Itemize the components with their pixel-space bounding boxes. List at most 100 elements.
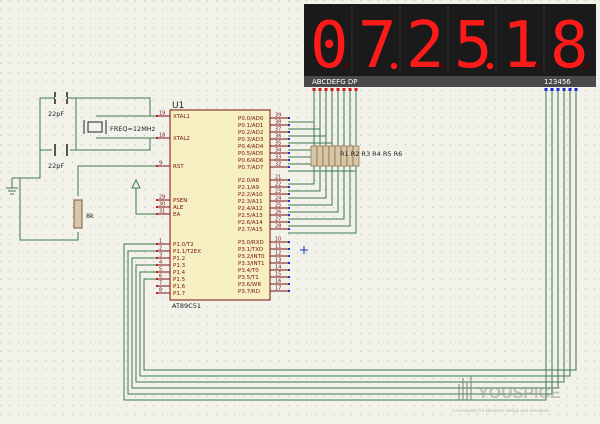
- chip-pin-left[interactable]: 6P1.5: [156, 274, 186, 284]
- pin-number: 9: [159, 161, 162, 167]
- pin-dot: [288, 193, 290, 195]
- pin-number: 24: [275, 196, 281, 202]
- pin-label: P3.2/INT0: [238, 254, 265, 260]
- pin-dot: [288, 241, 290, 243]
- microcontroller-chip[interactable]: U1 19XTAL118XTAL29RST29PSEN30ALE31EA1P1.…: [156, 101, 290, 310]
- crystal[interactable]: FREQ=12MHz: [83, 120, 156, 134]
- chip-pin-left[interactable]: 5P1.4: [156, 267, 186, 277]
- pin-number: 32: [275, 162, 281, 168]
- pin-label: P2.5/A13: [238, 213, 263, 219]
- chip-pin-left[interactable]: 4P1.3: [156, 260, 186, 270]
- seven-segment-display[interactable]: 0 7 2 5 1 8 ABCDEFG DP 123456: [304, 4, 596, 87]
- decimal-point: [486, 62, 494, 70]
- reset-resistor[interactable]: 8k: [73, 199, 94, 229]
- capacitor-c1[interactable]: 22pF: [48, 92, 68, 118]
- pin-dot: [288, 152, 290, 154]
- chip-pin-left[interactable]: 8P1.7: [156, 288, 186, 298]
- chip-right-pins: 39P0.0/AD038P0.1/AD137P0.2/AD236P0.3/AD3…: [238, 113, 290, 296]
- pin-label: P1.4: [173, 270, 186, 276]
- chip-part-number: AT89C51: [172, 302, 201, 310]
- pin-dot: [288, 131, 290, 133]
- pin-number: 17: [275, 286, 281, 292]
- display-caption-bar: [304, 76, 596, 87]
- pin-number: 39: [275, 113, 281, 119]
- pin-label: P1.7: [173, 291, 186, 297]
- pin-dot: [288, 221, 290, 223]
- capacitor-c2[interactable]: 22pF: [48, 144, 68, 170]
- pin-number: 12: [275, 251, 281, 257]
- capacitor-c2-value: 22pF: [48, 162, 64, 170]
- pin-number: 18: [159, 133, 165, 139]
- pin-number: 14: [275, 265, 281, 271]
- display-digit-5: 1: [502, 9, 541, 83]
- pin-dot: [288, 276, 290, 278]
- chip-pin-left[interactable]: 3P1.2: [156, 253, 185, 263]
- pin-dot: [288, 138, 290, 140]
- pin-label: EA: [173, 212, 180, 218]
- pin-number: 6: [159, 274, 162, 280]
- display-digit-pin: [550, 88, 554, 91]
- pin-number: 2: [159, 246, 162, 252]
- pin-label: XTAL1: [173, 114, 190, 120]
- pin-label: ALE: [173, 205, 184, 211]
- resistor-array-bodies: [310, 145, 360, 167]
- pin-dot: [288, 228, 290, 230]
- chip-pin-left[interactable]: 1P1.0/T2: [156, 239, 194, 249]
- chip-pin-left[interactable]: 2P1.1/T2EX: [156, 246, 201, 256]
- pin-number: 11: [275, 244, 281, 250]
- resistor-array[interactable]: R1 R2 R3 R4 R5 R6: [310, 145, 402, 167]
- watermark-brand: YOUSPICE: [478, 385, 561, 402]
- pin-number: 34: [275, 148, 281, 154]
- display-digit-1: 0: [310, 9, 349, 83]
- pin-dot: [288, 269, 290, 271]
- pin-label: P1.0/T2: [173, 242, 194, 248]
- pin-dot: [288, 200, 290, 202]
- pin-dot: [288, 179, 290, 181]
- resistor-body: [352, 145, 360, 167]
- pin-dot: [288, 166, 290, 168]
- pin-label: P3.0/RXD: [238, 240, 264, 246]
- pin-dot: [288, 248, 290, 250]
- pin-number: 37: [275, 127, 281, 133]
- pin-label: P0.3/AD3: [238, 137, 264, 143]
- display-digit-3: 2: [406, 9, 445, 83]
- pin-label: P3.1/TXD: [238, 247, 263, 253]
- display-body: [304, 4, 596, 76]
- pin-number: 38: [275, 120, 281, 126]
- pin-label: P3.7/RD: [238, 289, 260, 295]
- chip-pin-left[interactable]: 7P1.6: [156, 281, 186, 291]
- pin-dot: [156, 115, 158, 117]
